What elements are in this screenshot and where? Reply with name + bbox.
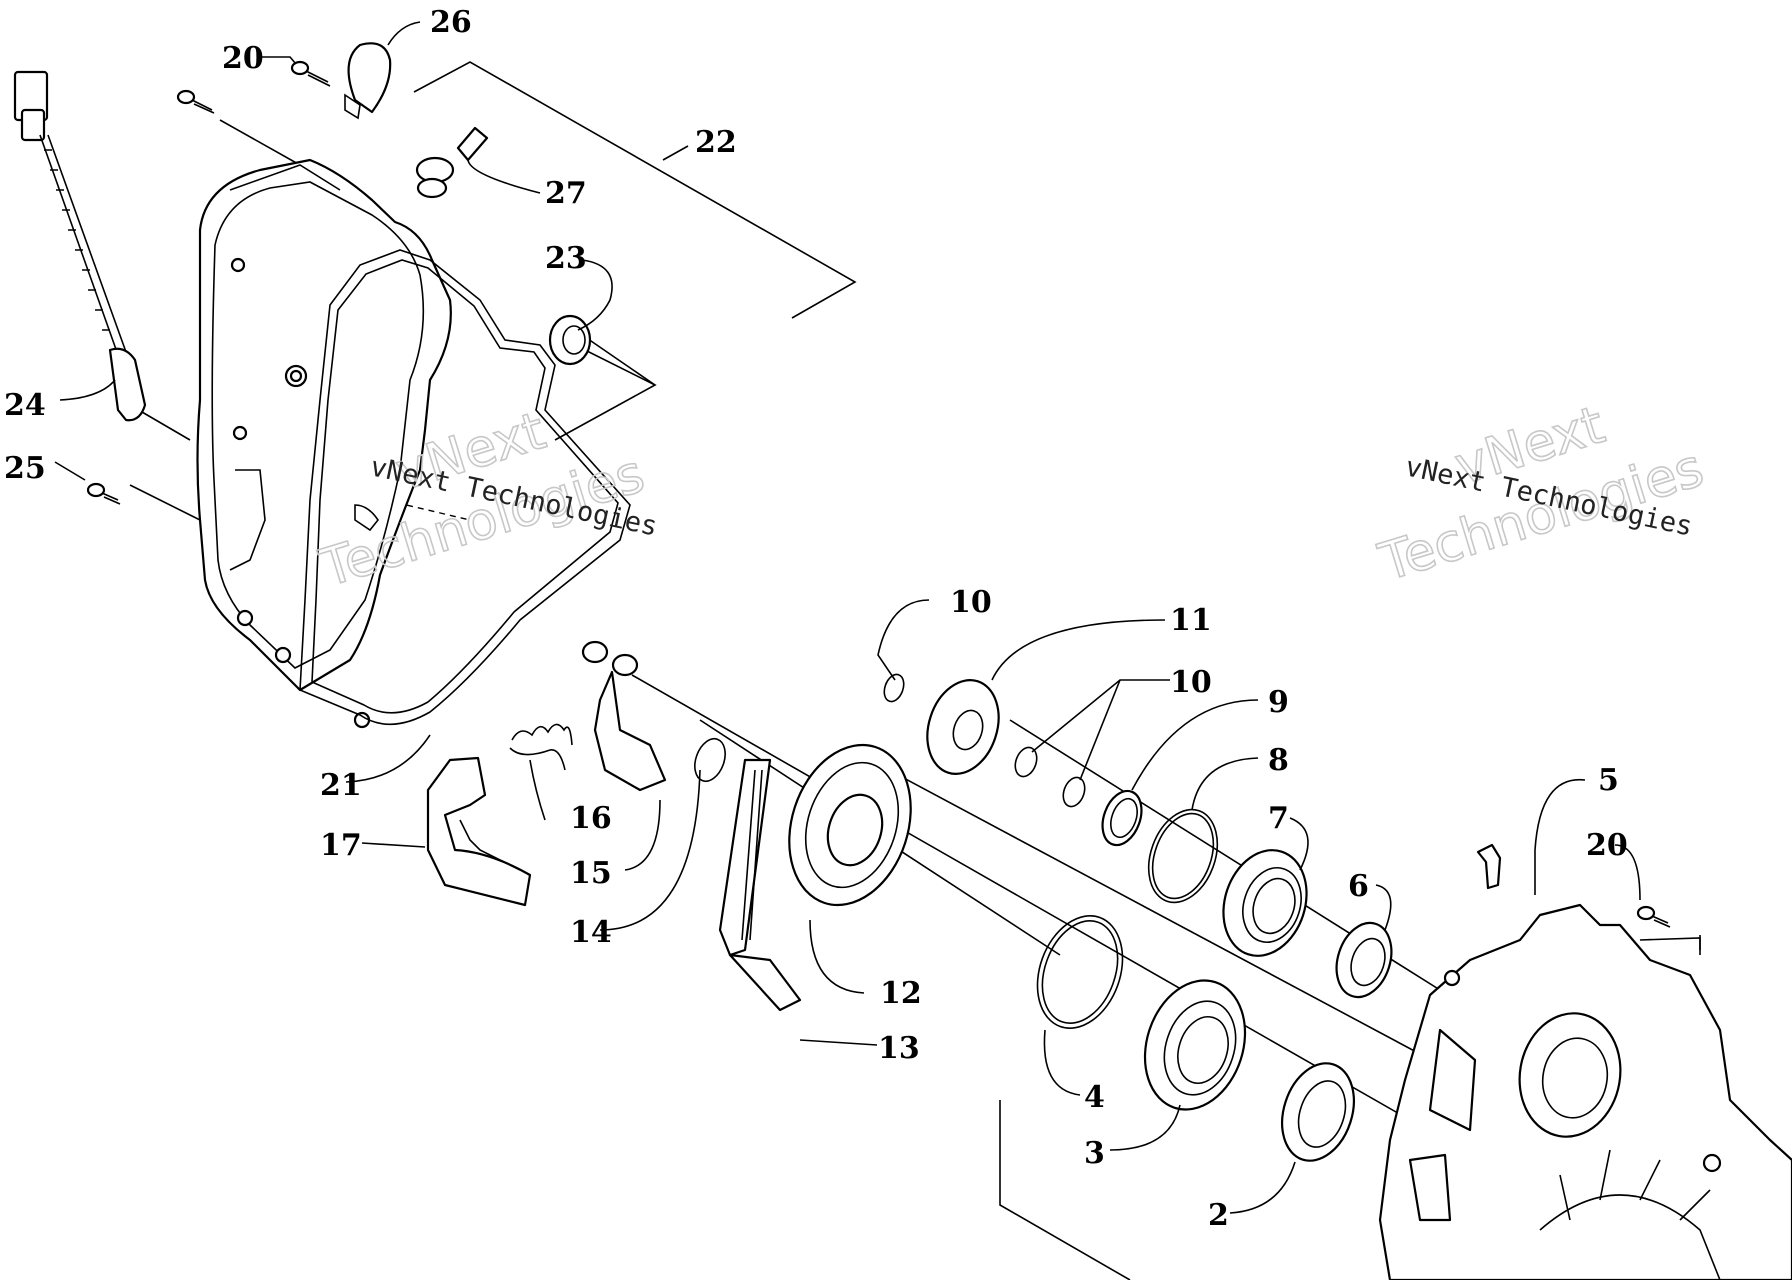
callout-12: 12 [880, 976, 922, 1011]
callout-9: 9 [1268, 685, 1289, 720]
bracket-22 [413, 61, 857, 319]
callout-8: 8 [1268, 743, 1289, 778]
callout-20a: 20 [222, 41, 264, 76]
callout-labels: 26 20 22 27 23 24 25 21 17 16 15 14 13 1… [4, 5, 1628, 1233]
callout-20b: 20 [1586, 828, 1628, 863]
bolt-25 [86, 482, 121, 505]
tensioner-pad [426, 756, 532, 907]
chaincase-cover [196, 158, 452, 729]
callout-10b: 10 [1170, 665, 1212, 700]
seal-23 [548, 314, 592, 366]
callout-7: 7 [1268, 801, 1289, 836]
callout-14: 14 [570, 915, 612, 950]
callout-24: 24 [4, 388, 46, 423]
bolt-20-right [1636, 905, 1671, 928]
callout-26: 26 [430, 5, 472, 40]
bracket-bottom [999, 937, 1701, 1281]
callout-21: 21 [320, 768, 362, 803]
seal-6 [1335, 921, 1393, 999]
callout-16: 16 [570, 801, 612, 836]
sprocket-11 [926, 679, 1000, 775]
snap-rings-10 [883, 673, 1086, 808]
chaincase-housing [1378, 903, 1792, 1282]
clamp [344, 42, 392, 120]
callout-23: 23 [545, 241, 587, 276]
callout-22: 22 [695, 125, 737, 160]
callout-6: 6 [1348, 869, 1369, 904]
drive-chain [718, 758, 802, 1012]
callout-27: 27 [545, 176, 587, 211]
o-ring-8 [1147, 808, 1219, 904]
bearing-7 [1222, 849, 1308, 957]
bolts-top [176, 60, 331, 114]
breather [415, 126, 489, 199]
spring [509, 723, 573, 771]
callout-2: 2 [1208, 1198, 1229, 1233]
callout-5: 5 [1598, 763, 1619, 798]
bracket-23 [554, 344, 657, 441]
callout-3: 3 [1084, 1136, 1105, 1171]
snap-ring-14 [694, 737, 726, 783]
washer-9 [1101, 789, 1143, 847]
dipstick-sensor [13, 70, 147, 422]
fitting-5 [1476, 843, 1502, 890]
callout-10a: 10 [950, 585, 992, 620]
seal-2 [1281, 1062, 1355, 1162]
callout-4: 4 [1084, 1080, 1105, 1115]
o-ring-4 [1036, 915, 1124, 1029]
callout-17: 17 [320, 828, 362, 863]
callout-13: 13 [878, 1031, 920, 1066]
gasket [299, 249, 631, 726]
callout-15: 15 [570, 856, 612, 891]
tensioner-arm [581, 640, 667, 792]
leader-lines [54, 21, 1641, 1214]
callout-11: 11 [1170, 603, 1212, 638]
bearing-3 [1143, 979, 1247, 1111]
callout-25: 25 [4, 451, 46, 486]
sprocket-12 [788, 743, 912, 907]
